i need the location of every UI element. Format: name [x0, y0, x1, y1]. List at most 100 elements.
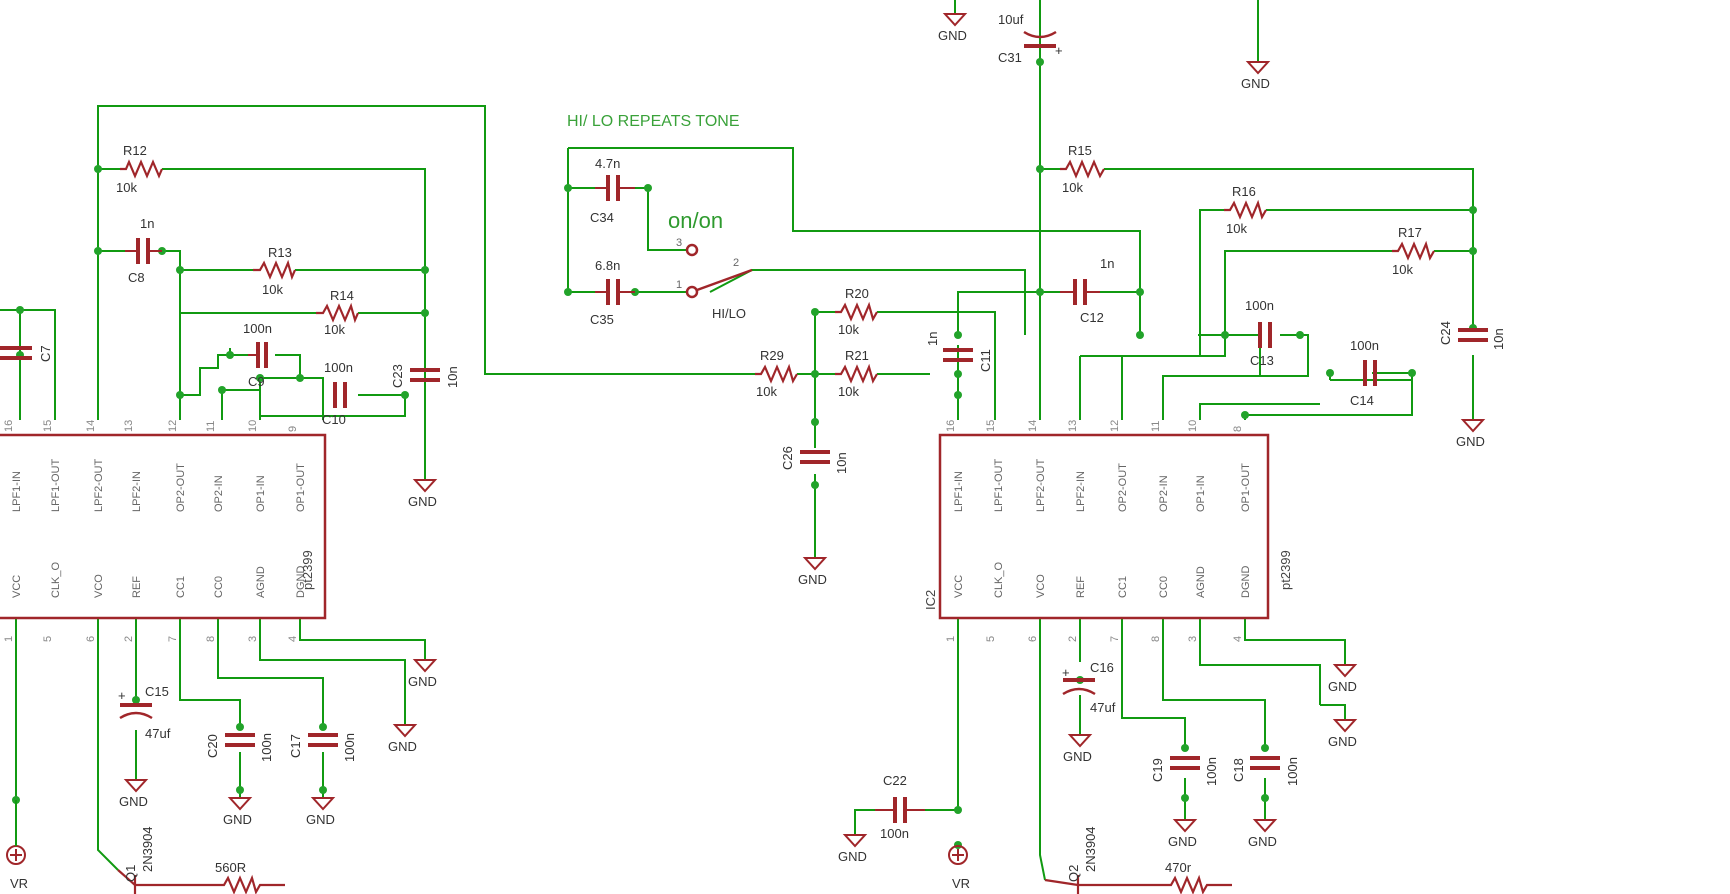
- label-c9: C9: [248, 374, 265, 389]
- ic-right-pin-num: 11: [1150, 421, 1162, 432]
- value-r14: 10k: [324, 322, 345, 337]
- gnd-label: GND: [1456, 434, 1485, 449]
- ic-left-pin-num: 13: [123, 420, 135, 432]
- junction-dots: [12, 58, 1477, 849]
- capacitor-c9: [248, 342, 268, 368]
- value-c26: 10n: [834, 452, 849, 474]
- capacitor-c16: +: [1062, 665, 1096, 696]
- ic-right-pin-num: 8: [1150, 636, 1162, 642]
- value-c9: 100n: [243, 321, 272, 336]
- label-r21: R21: [845, 348, 869, 363]
- label-q2: Q2: [1066, 865, 1081, 882]
- label-c11: C11: [978, 349, 993, 372]
- gnd-symbol: [1332, 719, 1358, 733]
- ic-right-pin-num: 12: [1109, 420, 1121, 432]
- capacitors: + + +: [0, 30, 1488, 823]
- value-c10: 100n: [324, 360, 353, 375]
- ic-right-pin-name: LPF2-OUT: [1035, 459, 1047, 512]
- ic-left-pins: 16LPF1-IN15LPF1-OUT14LPF2-OUT13LPF2-IN12…: [3, 420, 307, 642]
- gnd-label: GND: [306, 812, 335, 827]
- part-q1: 2N3904: [140, 826, 155, 872]
- ic-left-pin-num: 7: [167, 636, 179, 642]
- ic-left-pin-num: 10: [247, 420, 259, 432]
- capacitor-c35: [595, 279, 635, 305]
- ic-left-pin-name: CC1: [175, 576, 187, 598]
- switch-contact-3: [685, 243, 699, 257]
- note-tone: HI/ LO REPEATS TONE: [567, 113, 740, 130]
- ic-left-pin-name: VCO: [93, 574, 105, 598]
- gnd-symbol: [392, 724, 418, 738]
- resistor-r14: [316, 302, 360, 324]
- gnd-symbol: [1245, 61, 1271, 75]
- label-c13: C13: [1250, 353, 1274, 368]
- gnd-label: GND: [388, 739, 417, 754]
- value-c34: 4.7n: [595, 156, 620, 171]
- ic-left-body: [0, 433, 327, 620]
- ic-right-pins: 16LPF1-IN15LPF1-OUT14LPF2-OUT13LPF2-IN12…: [945, 420, 1252, 642]
- label-c22: C22: [883, 773, 907, 788]
- value-c12: 1n: [1100, 256, 1114, 271]
- gnd-symbol: [1067, 734, 1093, 748]
- ic-right-pin-num: 4: [1232, 636, 1244, 642]
- value-c31: 10uf: [998, 12, 1024, 27]
- value-c35: 6.8n: [595, 258, 620, 273]
- label-c26: C26: [780, 446, 795, 470]
- label-r17: R17: [1398, 225, 1422, 240]
- label-c15: C15: [145, 684, 169, 699]
- ic-right-pin-name: LPF1-IN: [953, 471, 965, 512]
- note-switch-label: HI/LO: [712, 306, 746, 321]
- gnd-label: GND: [1328, 679, 1357, 694]
- gnd-symbol: [942, 13, 968, 27]
- ic-left-pin-name: VCC: [11, 575, 23, 598]
- labels: HI/ LO REPEATS TONE on/on HI/LO 3 1 2 R1…: [38, 12, 1506, 882]
- ic-left-pin-num: 6: [85, 636, 97, 642]
- ic-left-pin-name: OP2-OUT: [175, 463, 187, 512]
- ic-left-part: pt2399: [300, 550, 315, 590]
- label-c12: C12: [1080, 310, 1104, 325]
- part-q2: 2N3904: [1083, 826, 1098, 872]
- ic-left-pin-name: AGND: [255, 566, 267, 598]
- label-c23: C23: [390, 364, 405, 388]
- gnd-label: GND: [408, 494, 437, 509]
- value-c14: 100n: [1350, 338, 1379, 353]
- resistor-r21: [835, 363, 878, 384]
- gnd-label: GND: [119, 794, 148, 809]
- value-560r: 560R: [215, 860, 246, 875]
- ic-left-pin-num: 11: [205, 421, 217, 432]
- resistor-r16: [1224, 199, 1267, 220]
- capacitor-c13: [1258, 322, 1272, 348]
- value-c13: 100n: [1245, 298, 1274, 313]
- capacitor-c20: [225, 733, 255, 747]
- gnd-symbol: [1252, 819, 1278, 833]
- value-c18: 100n: [1285, 757, 1300, 786]
- capacitor-c12: [1060, 279, 1100, 305]
- gnd-symbol: [227, 797, 253, 811]
- label-c34: C34: [590, 210, 614, 225]
- ic-left-pin-num: 2: [123, 636, 135, 642]
- hi-lo-switch: [685, 243, 753, 299]
- ic-left-pin-num: 3: [247, 636, 259, 642]
- capacitor-c15: +: [118, 688, 153, 720]
- capacitor-c17: [308, 733, 338, 747]
- ic-right-pin-num: 13: [1067, 420, 1079, 432]
- value-c23: 10n: [445, 366, 460, 388]
- ic-right-pin-name: CC1: [1117, 576, 1129, 598]
- label-c20: C20: [205, 734, 220, 758]
- ic-left-pin-num: 8: [205, 636, 217, 642]
- ic-right-pin-name: VCO: [1035, 574, 1047, 598]
- ic-left-pin-num: 4: [287, 636, 299, 642]
- ic-left-pin-name: OP2-IN: [213, 475, 225, 512]
- ic-right-pin-name: LPF2-IN: [1075, 471, 1087, 512]
- ic-left-pin-num: 9: [287, 426, 299, 432]
- label-c16: C16: [1090, 660, 1114, 675]
- ic-left-pin-num: 16: [3, 420, 15, 432]
- gnd-label: GND: [1248, 834, 1277, 849]
- value-r15: 10k: [1062, 180, 1083, 195]
- ic-right-pin-num: 3: [1187, 636, 1199, 642]
- label-c17: C17: [288, 734, 303, 758]
- gnd-label: GND: [938, 28, 967, 43]
- resistor-r20: [835, 301, 878, 322]
- value-r12: 10k: [116, 180, 137, 195]
- ic-right-pin-num: 1: [945, 636, 957, 642]
- ic-left-pin-name: CC0: [213, 576, 225, 598]
